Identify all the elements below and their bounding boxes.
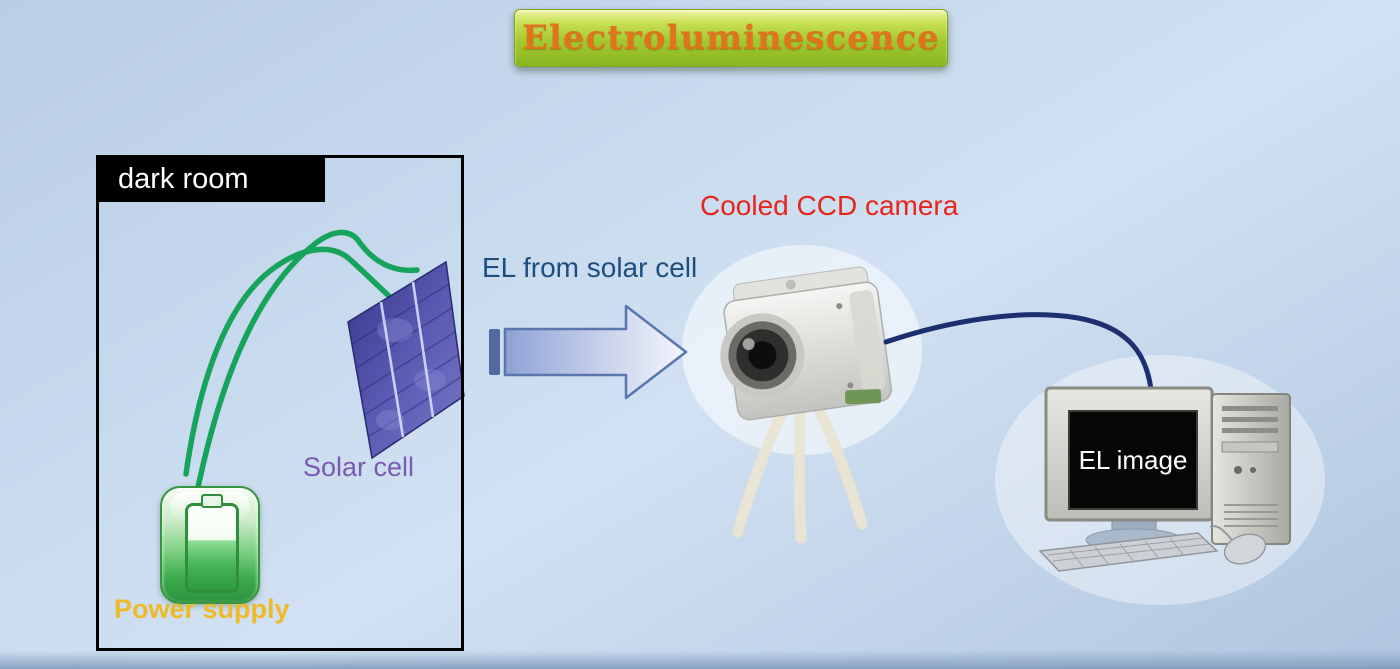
- keyboard: [1038, 532, 1219, 572]
- power-supply-label: Power supply: [114, 594, 290, 624]
- monitor-screen: EL image: [1068, 410, 1198, 510]
- battery-terminal: [201, 494, 223, 508]
- dark-room-label: dark room: [96, 156, 325, 202]
- battery-icon: [160, 486, 260, 604]
- solar-panel-image: [347, 260, 465, 460]
- bottom-shade-band: [0, 651, 1400, 669]
- computer-tower: [1211, 393, 1291, 545]
- cooled-ccd-camera-label: Cooled CCD camera: [700, 190, 959, 221]
- ccd-camera-image: [720, 266, 892, 421]
- camera-cable: [883, 312, 1154, 393]
- dark-room-box: [96, 155, 464, 651]
- el-from-solar-cell-label: EL from solar cell: [482, 252, 698, 283]
- el-image-label: EL image: [1078, 444, 1188, 475]
- green-wire-paths: [183, 229, 420, 495]
- page-title: Electroluminescence: [522, 18, 940, 58]
- solar-cell-label: Solar cell: [303, 452, 415, 482]
- mouse: [1209, 525, 1267, 565]
- tripod-legs: [732, 406, 868, 544]
- battery-cell: [185, 503, 239, 593]
- right-block-arrow-icon: [489, 304, 688, 400]
- title-banner: Electroluminescence: [514, 9, 948, 67]
